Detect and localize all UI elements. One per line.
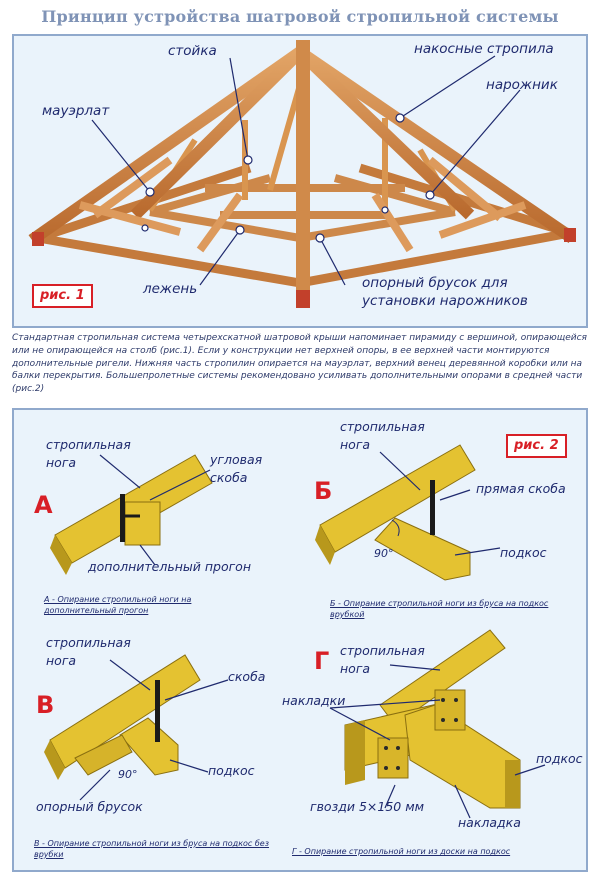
- detail-v-angle: 90°: [118, 768, 138, 781]
- detail-v-leg-line-1: стропильная: [46, 635, 131, 650]
- label-narozhnik: нарожник: [486, 77, 558, 93]
- figure-2-badge: рис. 2: [506, 434, 567, 458]
- detail-g-leg-line-2: нога: [340, 661, 371, 676]
- detail-g: [329, 629, 546, 819]
- hip-rafters: [28, 47, 576, 245]
- detail-v-strut: подкос: [208, 763, 255, 778]
- detail-a-bracket-line-1: угловая: [210, 452, 263, 467]
- detail-v-support-block: опорный брусок: [36, 799, 143, 814]
- description-text: Стандартная стропильная система четырехс…: [12, 333, 587, 395]
- leader-lines: [91, 55, 521, 286]
- label-opornyi-line-1: опорный брусок для: [362, 275, 508, 291]
- detail-v-caption: В - Опирание стропильной ноги из бруса н…: [34, 839, 269, 859]
- detail-g-strut: подкос: [536, 751, 583, 766]
- detail-a-leg-line-1: стропильная: [46, 437, 131, 452]
- detail-b-leg-line-2: нога: [340, 437, 371, 452]
- page-title: Принцип устройства шатровой стропильной …: [41, 7, 559, 26]
- detail-g-nails: гвозди 5×150 мм: [310, 799, 425, 814]
- detail-b-letter: Б: [314, 477, 333, 505]
- roof-frame-drawing: [28, 40, 576, 308]
- detail-g-caption: Г - Опирание стропильной ноги из доски н…: [292, 847, 511, 856]
- jack-rafters: [78, 156, 527, 253]
- detail-b-strut: подкос: [500, 545, 547, 560]
- detail-v: [44, 654, 229, 801]
- detail-b-leg-line-1: стропильная: [340, 419, 425, 434]
- detail-a-purlin: дополнительный прогон: [88, 559, 252, 574]
- detail-a-leg-line-2: нога: [46, 455, 77, 470]
- detail-v-bracket: скоба: [228, 669, 266, 684]
- detail-g-plate: накладка: [458, 815, 521, 830]
- detail-v-leg-line-2: нога: [46, 653, 77, 668]
- label-opornyi-line-2: установки нарожников: [362, 293, 528, 309]
- detail-g-leg-line-1: стропильная: [340, 643, 425, 658]
- inner-frame: [148, 174, 457, 242]
- detail-b-bracket: прямая скоба: [476, 481, 566, 496]
- detail-g-plates: накладки: [282, 693, 346, 708]
- label-nakosnye-stropila: накосные стропила: [414, 41, 554, 57]
- label-stoyka: стойка: [168, 43, 217, 59]
- label-lezhen: лежень: [143, 281, 198, 297]
- detail-b-caption: Б - Опирание стропильной ноги из бруса н…: [330, 599, 549, 619]
- label-mauerlat: мауэрлат: [42, 103, 110, 119]
- detail-a: [50, 454, 213, 575]
- detail-v-letter: В: [36, 691, 55, 719]
- detail-a-bracket-line-2: скоба: [210, 470, 248, 485]
- detail-b: [315, 444, 501, 581]
- figure-1-badge: рис. 1: [32, 284, 93, 308]
- detail-b-angle: 90°: [374, 547, 394, 560]
- detail-a-letter: А: [34, 491, 53, 519]
- detail-a-caption: А - Опирание стропильной ноги на дополни…: [44, 595, 192, 615]
- detail-g-letter: Г: [314, 647, 330, 675]
